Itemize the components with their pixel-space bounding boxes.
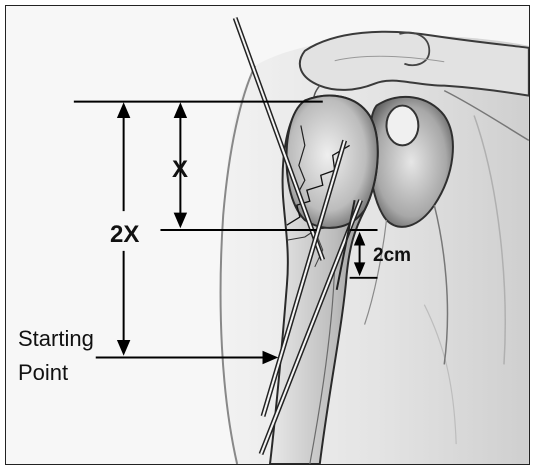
label-2cm: 2cm <box>373 246 411 265</box>
label-x: X <box>172 158 188 182</box>
label-2x: 2X <box>110 223 139 247</box>
label-point: Point <box>18 362 68 384</box>
figure-frame: X 2X 2cm Starting Point <box>5 5 530 465</box>
label-starting: Starting <box>18 328 94 350</box>
shoulder-illustration <box>6 6 529 464</box>
